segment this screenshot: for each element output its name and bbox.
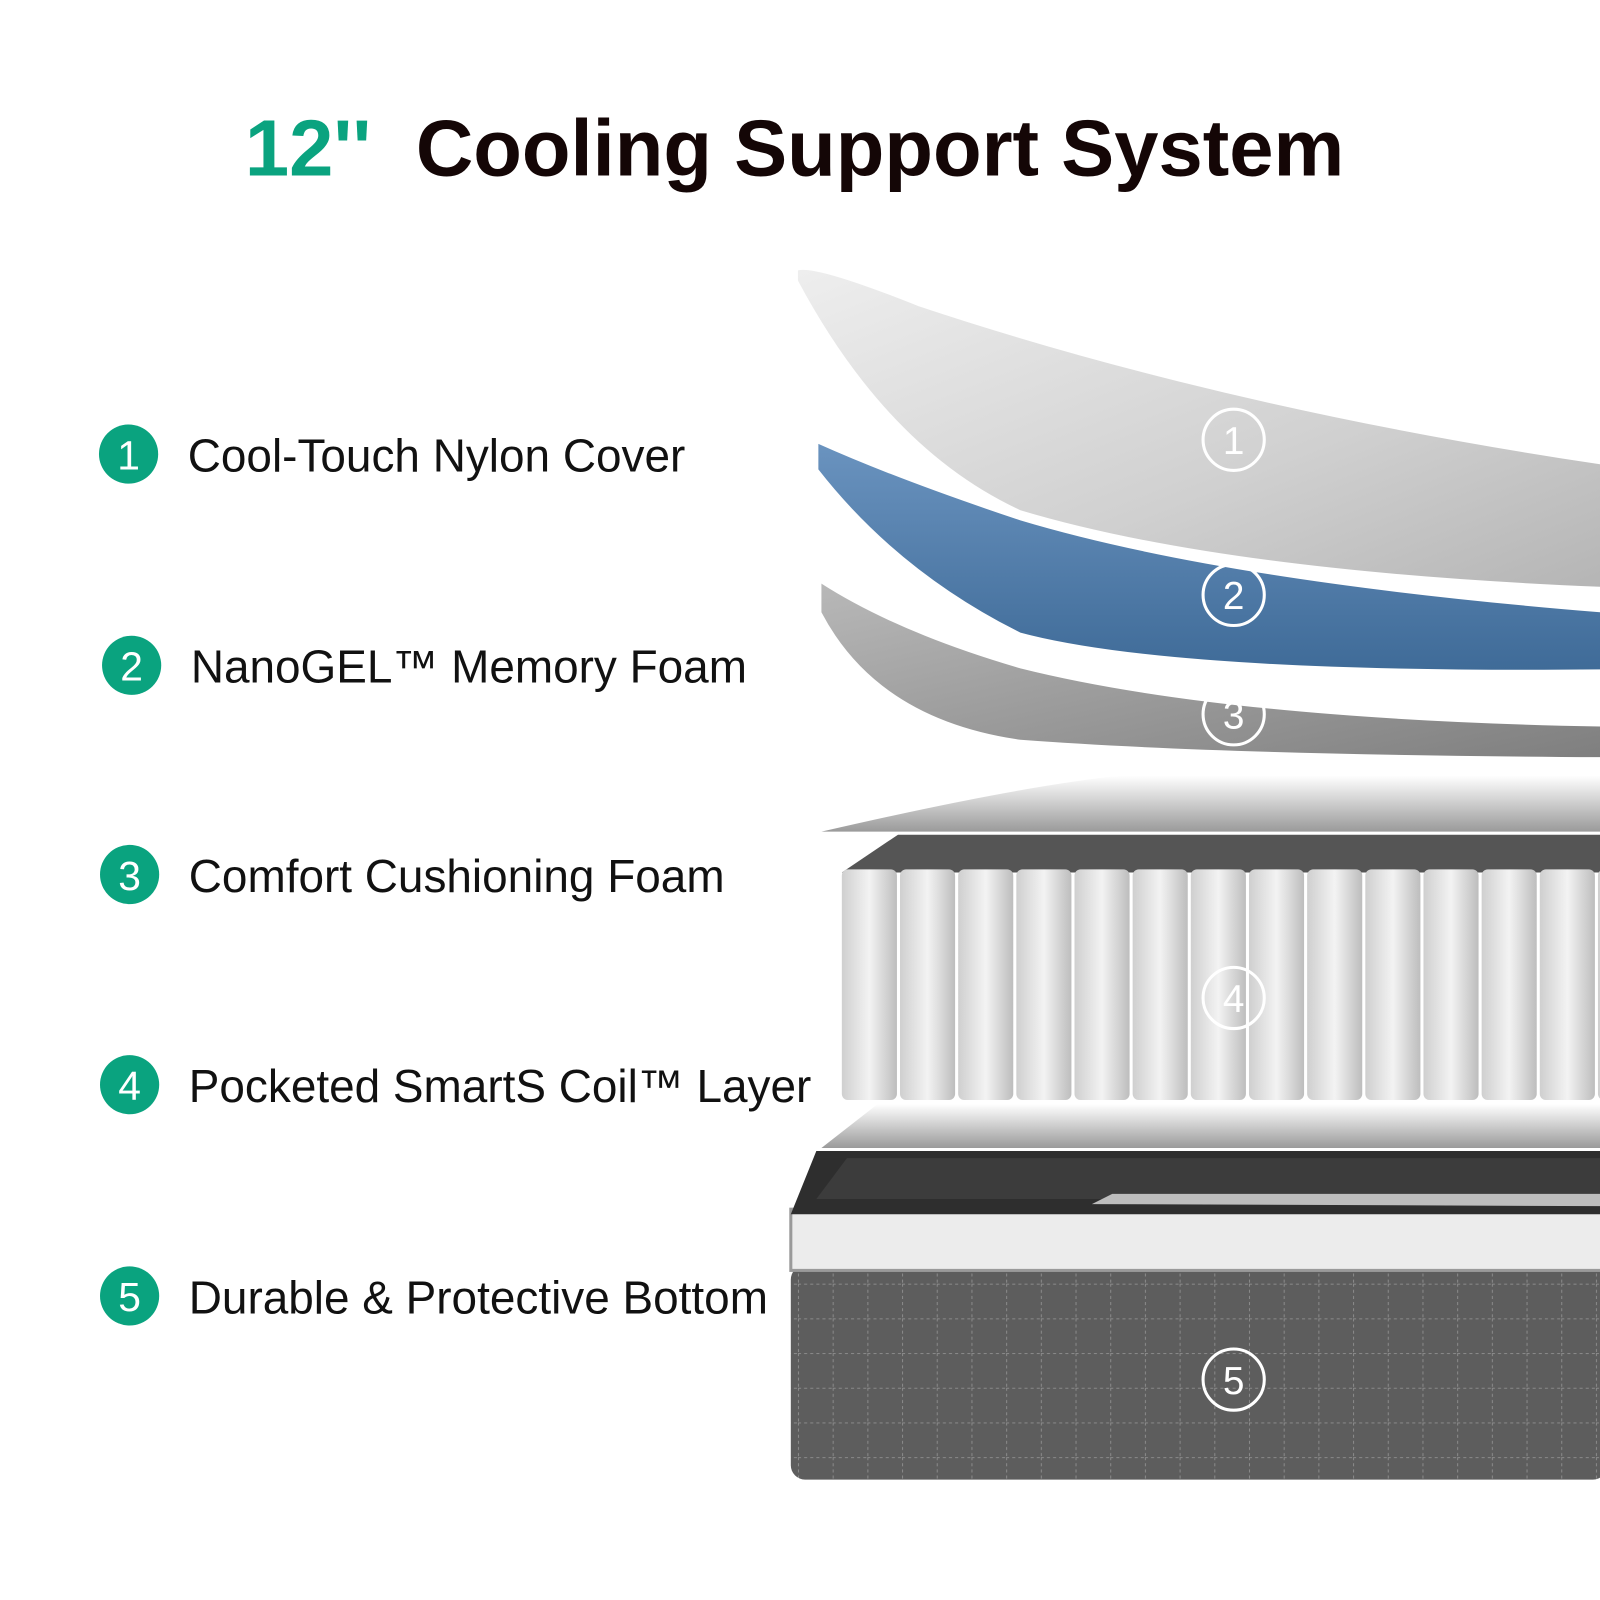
- svg-text:2: 2: [1223, 575, 1245, 618]
- layer-cover: [797, 269, 1600, 587]
- legend-label: Pocketed SmartS Coil™ Layer: [189, 1060, 812, 1112]
- legend-item-2: 2 NanoGEL™ Memory Foam: [102, 635, 747, 695]
- coil: [900, 869, 956, 1100]
- number-badge: [100, 844, 160, 905]
- number-badge: [100, 1055, 160, 1115]
- coil: [1481, 869, 1537, 1100]
- illustration-marker-4: 4: [1201, 965, 1266, 1031]
- legend-item-3: 3 Comfort Cushioning Foam: [100, 844, 725, 905]
- svg-text:4: 4: [1223, 978, 1245, 1021]
- coil: [1365, 869, 1421, 1100]
- number-badge: [98, 424, 159, 484]
- illustration-marker-3: 3: [1201, 682, 1266, 747]
- illustration-marker-5: 5: [1201, 1347, 1266, 1412]
- number-badge: [100, 1266, 160, 1326]
- layer-bottom: [789, 1151, 1600, 1480]
- layer-memory-foam: [818, 443, 1600, 670]
- layer-sheet-upper: [821, 775, 1600, 832]
- page-title: 12'' Cooling Support System: [245, 104, 1344, 193]
- svg-text:5: 5: [1223, 1360, 1245, 1403]
- illustration-marker-2: 2: [1201, 562, 1266, 628]
- svg-text:3: 3: [118, 853, 141, 899]
- svg-text:5: 5: [118, 1274, 141, 1320]
- coil: [1190, 869, 1246, 1100]
- coil: [1132, 869, 1188, 1100]
- svg-text:2: 2: [120, 644, 143, 690]
- illustration-marker-1: 1: [1201, 407, 1266, 472]
- layer-coils: [841, 834, 1600, 1100]
- legend-label: Cool-Touch Nylon Cover: [188, 429, 686, 481]
- coil: [1307, 869, 1363, 1100]
- svg-text:3: 3: [1223, 695, 1245, 738]
- number-badge: [102, 635, 162, 695]
- legend-label: Comfort Cushioning Foam: [189, 850, 725, 902]
- legend-item-5: 5 Durable & Protective Bottom: [100, 1266, 768, 1326]
- coil: [1423, 869, 1479, 1100]
- legend-item-1: 1 Cool-Touch Nylon Cover: [98, 424, 686, 484]
- coil: [1074, 869, 1130, 1100]
- layer-legend: 1 Cool-Touch Nylon Cover 2 NanoGEL™ Memo…: [98, 424, 812, 1326]
- legend-item-4: 4 Pocketed SmartS Coil™ Layer: [100, 1055, 812, 1115]
- legend-label: Durable & Protective Bottom: [189, 1271, 768, 1323]
- coil: [1248, 869, 1305, 1100]
- title-highlight: 12'': [245, 104, 371, 193]
- layer-comfort-foam: [821, 583, 1600, 758]
- svg-text:4: 4: [118, 1063, 141, 1109]
- svg-text:1: 1: [1223, 420, 1245, 463]
- coil: [1539, 869, 1595, 1100]
- coil: [1597, 870, 1600, 1099]
- mattress-illustration: 1 2 3 4 5: [789, 269, 1600, 1480]
- legend-label: NanoGEL™ Memory Foam: [191, 641, 747, 693]
- title-text: Cooling Support System: [416, 104, 1344, 193]
- layer-sheet-lower: [821, 1104, 1600, 1148]
- coil: [841, 869, 897, 1100]
- coil: [958, 869, 1014, 1100]
- coil: [1016, 869, 1072, 1100]
- svg-text:1: 1: [117, 432, 140, 478]
